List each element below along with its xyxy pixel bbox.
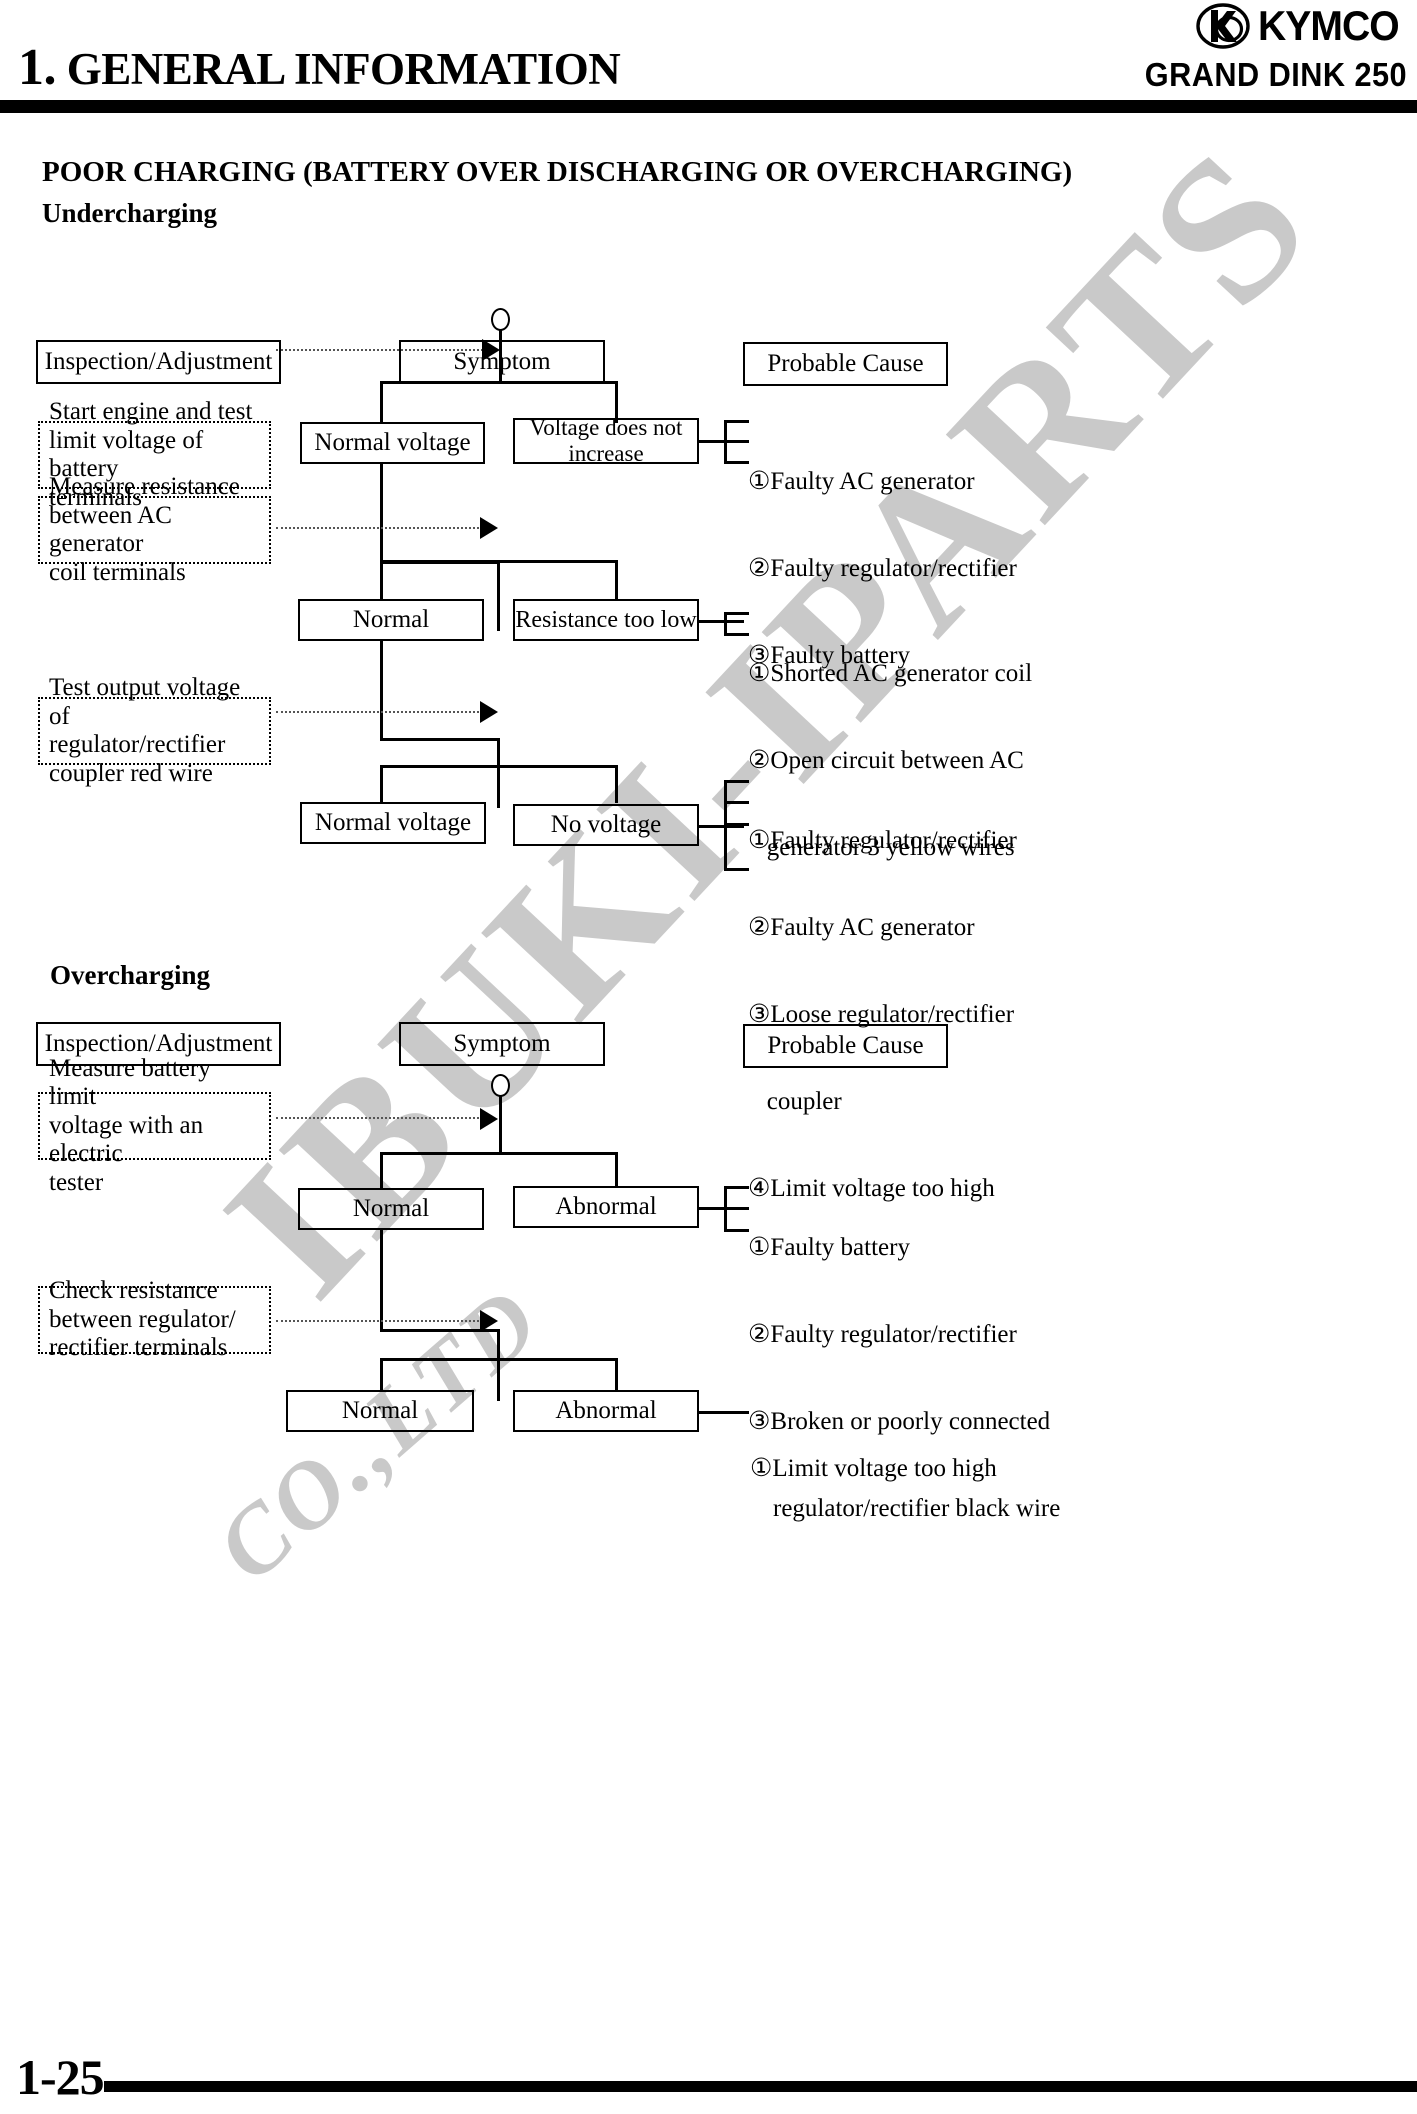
uc-branch-right-1 — [615, 381, 618, 423]
uc-branch-left-1 — [380, 381, 383, 423]
oc-cause-stem-2 — [699, 1411, 749, 1414]
undercharging-header-cause: Probable Cause — [743, 342, 948, 386]
overcharging-header-symptom: Symptom — [399, 1022, 605, 1066]
uc-spine-1-drop — [497, 561, 500, 631]
chapter-title: GENERAL INFORMATION — [66, 44, 621, 94]
footer-rule — [104, 2081, 1417, 2092]
oc-cause-list-1: ①Faulty battery ②Faulty regulator/rectif… — [748, 1234, 1061, 1522]
oc-flow-start-node — [491, 1074, 510, 1097]
oc-arrowhead-1 — [480, 1108, 498, 1130]
uc-branch-left-3 — [380, 765, 383, 803]
oc-branch-left-2 — [380, 1358, 383, 1392]
oc-branch-bus-1 — [380, 1152, 617, 1155]
oc-cause-tick-1a — [724, 1186, 749, 1189]
uc-dotted-arrow-1 — [276, 349, 483, 351]
uc-cause-list-3: ①Faulty regulator/rectifier ②Faulty AC g… — [748, 827, 1017, 1202]
uc-branch-right-2 — [615, 560, 618, 600]
uc-branch-right-3 — [615, 765, 618, 803]
uc-cause-tick-2a — [724, 612, 749, 615]
uc-cause-tick-3a — [724, 780, 749, 783]
oc-branch-left-1 — [380, 1152, 383, 1188]
overcharging-header-inspection: Inspection/Adjustment — [36, 1022, 281, 1066]
undercharging-header-inspection: Inspection/Adjustment — [36, 340, 281, 384]
oc-branch-right-2 — [615, 1358, 618, 1392]
uc-arrowhead-3 — [480, 701, 498, 723]
uc-spine-2 — [380, 640, 383, 740]
brand-wordmark: KYMCO — [1257, 2, 1400, 49]
overcharging-header-cause: Probable Cause — [743, 1024, 948, 1068]
uc-dotted-arrow-2 — [276, 527, 483, 529]
section-title: POOR CHARGING (BATTERY OVER DISCHARGING … — [42, 156, 1073, 188]
uc-cause-tick-2b — [724, 633, 749, 636]
uc-cause-list-2: ①Shorted AC generator coil ②Open circuit… — [748, 660, 1033, 861]
oc-cause-stem-1 — [699, 1207, 744, 1210]
uc-cause-tick-3c — [724, 823, 749, 826]
oc-branch-bus-2 — [380, 1358, 617, 1361]
uc-cause-list-1: ①Faulty AC generator ②Faulty regulator/r… — [748, 468, 1017, 669]
oc-result-ok-2: Normal — [286, 1390, 474, 1432]
uc-cause-tick-3b — [724, 801, 749, 804]
oc-branch-right-1 — [615, 1152, 618, 1188]
uc-cause-stem-1 — [699, 440, 744, 443]
uc-cause-stem-3 — [699, 825, 744, 828]
uc-cause-stem-2 — [699, 620, 744, 623]
oc-result-ok-1: Normal — [298, 1188, 484, 1230]
uc-inspection-2: Measure resistance between AC generator … — [38, 473, 271, 586]
uc-result-ng-3: No voltage — [513, 804, 699, 846]
oc-result-ng-2: Abnormal — [513, 1390, 699, 1432]
uc-inspection-1: Start engine and test limit voltage of b… — [38, 398, 271, 511]
uc-cause-tick-1b — [724, 440, 749, 443]
uc-cause-tick-1a — [724, 420, 749, 423]
oc-inspection-1: Measure battery limit voltage with an el… — [38, 1055, 271, 1196]
uc-branch-bus-2 — [380, 560, 617, 563]
oc-spine-1-jog — [380, 1329, 500, 1332]
uc-result-ok-3: Normal voltage — [300, 802, 486, 844]
uc-result-ok-1: Normal voltage — [300, 422, 485, 464]
overcharging-heading: Overcharging — [50, 960, 210, 990]
header-rule — [0, 100, 1417, 113]
uc-branch-bus-3 — [380, 765, 617, 768]
oc-cause-tick-1b — [724, 1207, 749, 1210]
brand-logo: KYMCO — [1195, 2, 1409, 50]
uc-flow-start-node — [491, 308, 510, 331]
oc-dotted-arrow-1 — [276, 1117, 483, 1119]
uc-result-ng-2: Resistance too low — [513, 599, 699, 641]
page-number: 1-25 — [16, 2049, 105, 2105]
uc-cause-tick-1c — [724, 461, 749, 464]
uc-inspection-3: Test output voltage of regulator/rectifi… — [38, 674, 271, 787]
oc-result-ng-1: Abnormal — [513, 1186, 699, 1228]
undercharging-heading: Undercharging — [42, 198, 218, 228]
kymco-oval-logo-icon — [1195, 3, 1250, 49]
uc-result-ok-2: Normal — [298, 599, 484, 641]
uc-result-ng-1: Voltage does not increase — [513, 415, 699, 466]
oc-spine-1 — [380, 1229, 383, 1331]
oc-inspection-2: Check resistance between regulator/ rect… — [38, 1277, 271, 1361]
oc-spine-0 — [499, 1095, 502, 1153]
uc-cause-tick-3d — [724, 868, 749, 871]
uc-dotted-arrow-3 — [276, 711, 483, 713]
oc-spine-1-drop — [497, 1329, 500, 1401]
uc-cause-brace-2 — [724, 612, 727, 634]
model-name: GRAND DINK 250 — [1144, 56, 1407, 93]
uc-spine-2-drop — [497, 738, 500, 808]
uc-spine-2-jog — [380, 738, 500, 741]
uc-spine-0 — [499, 329, 502, 383]
oc-cause-list-2: ①Limit voltage too high — [750, 1455, 997, 1482]
uc-spine-1 — [380, 463, 383, 563]
oc-dotted-arrow-2 — [276, 1320, 483, 1322]
page-title: 1. GENERAL INFORMATION — [18, 38, 621, 97]
chapter-number: 1. — [18, 39, 57, 96]
oc-arrowhead-2 — [480, 1310, 498, 1332]
uc-arrowhead-1 — [482, 339, 500, 361]
uc-branch-left-2 — [380, 560, 383, 600]
oc-cause-tick-1c — [724, 1229, 749, 1232]
undercharging-header-symptom: Symptom — [399, 340, 605, 384]
uc-arrowhead-2 — [480, 517, 498, 539]
